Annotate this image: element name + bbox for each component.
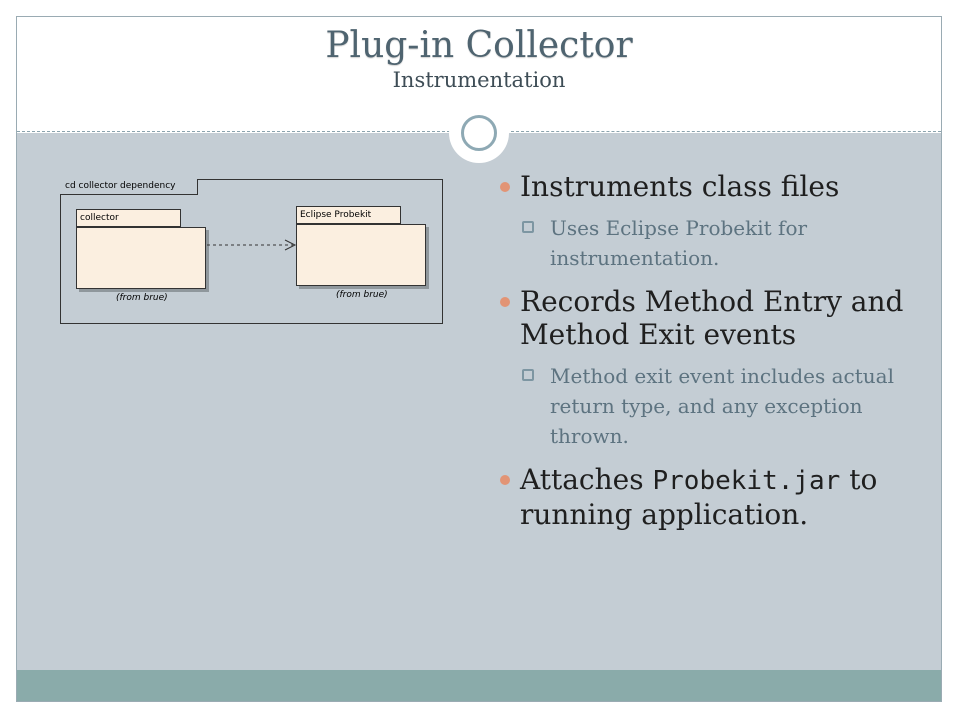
bullet-text-after: to running application. <box>520 463 878 531</box>
slide-header: Plug-in Collector Instrumentation <box>17 25 941 93</box>
package-collector <box>76 227 206 289</box>
sub-bullet-square-icon <box>522 221 534 233</box>
bullet-text: Records Method Entry and Method Exit eve… <box>520 285 904 351</box>
bullet-list: Instruments class files Uses Eclipse Pro… <box>500 170 920 541</box>
bullet-text-before: Attaches <box>520 463 644 496</box>
sub-bullet-item: Uses Eclipse Probekit for instrumentatio… <box>500 213 920 273</box>
bullet-item: Attaches Probekit.jar to running applica… <box>500 463 920 531</box>
package-tab-probekit: Eclipse Probekit <box>296 206 401 224</box>
diagram-frame-label: cd collector dependency <box>60 179 198 195</box>
slide-subtitle: Instrumentation <box>392 68 566 92</box>
bullet-dot-icon <box>500 475 510 485</box>
code-filename: Probekit.jar <box>652 466 841 496</box>
bullet-item: Records Method Entry and Method Exit eve… <box>500 285 920 351</box>
slide-title: Plug-in Collector <box>325 25 633 66</box>
ring-icon <box>461 115 497 151</box>
dependency-arrow <box>207 239 297 251</box>
sub-bullet-text: Method exit event includes actual return… <box>550 364 894 448</box>
package-tab-collector: collector <box>76 209 181 227</box>
header-divider-left <box>17 131 455 132</box>
bullet-dot-icon <box>500 182 510 192</box>
bullet-item: Instruments class files <box>500 170 920 203</box>
sub-bullet-item: Method exit event includes actual return… <box>500 361 920 451</box>
bullet-text: Instruments class files <box>520 170 840 203</box>
package-note-collector: (from brue) <box>116 293 168 303</box>
header-divider-right <box>511 131 941 132</box>
package-note-probekit: (from brue) <box>336 290 388 300</box>
sub-bullet-text: Uses Eclipse Probekit for instrumentatio… <box>550 216 808 270</box>
footer-bar <box>17 670 941 701</box>
bullet-dot-icon <box>500 297 510 307</box>
sub-bullet-square-icon <box>522 369 534 381</box>
package-probekit <box>296 224 426 286</box>
